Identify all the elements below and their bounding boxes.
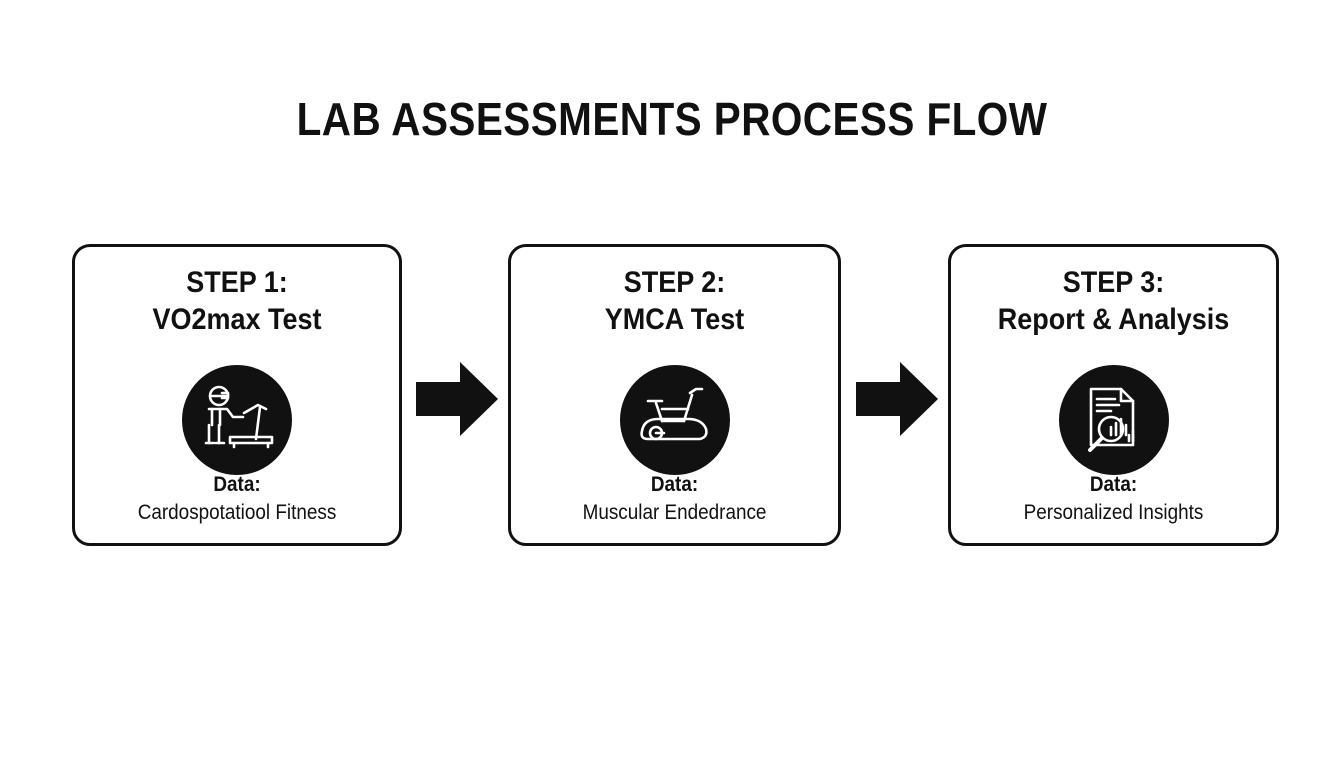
- step-label: STEP 2:: [623, 266, 726, 299]
- data-label: Data:: [1089, 473, 1138, 496]
- step-card-2: STEP 2: YMCA Test Data: Muscular Ended: [508, 244, 841, 546]
- data-label: Data:: [650, 473, 699, 496]
- report-magnifier-icon: [1058, 365, 1169, 475]
- step-card-3: STEP 3: Report & Analysis Data: Personal…: [948, 244, 1279, 546]
- data-label: Data:: [213, 473, 261, 496]
- step-name: Report & Analysis: [997, 303, 1230, 336]
- step-label: STEP 3:: [1062, 266, 1165, 299]
- step-name: VO2max Test: [152, 303, 322, 336]
- flow-arrow-2: [854, 360, 940, 438]
- step-label: STEP 1:: [186, 266, 288, 299]
- data-value: Cardospotatiool Fitness: [137, 501, 337, 524]
- data-value: Muscular Endedrance: [582, 501, 767, 524]
- data-value: Personalized Insights: [1023, 501, 1204, 524]
- diagram-title: LAB ASSESSMENTS PROCESS FLOW: [296, 93, 1048, 145]
- step-card-1: STEP 1: VO2max Test: [72, 244, 402, 546]
- treadmill-runner-icon: [182, 365, 292, 475]
- step-name: YMCA Test: [604, 303, 745, 336]
- stationary-bike-icon: [619, 365, 730, 475]
- flow-arrow-1: [414, 360, 500, 438]
